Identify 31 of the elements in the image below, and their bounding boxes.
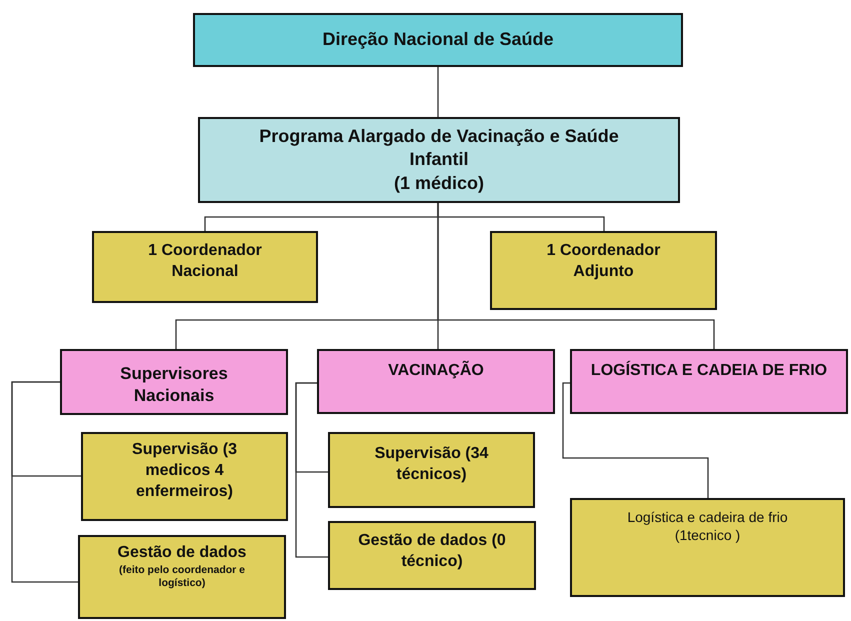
connector-line [437,203,715,349]
node-title: Gestão de dados [118,543,246,563]
agency-box [193,13,683,67]
node-note: (1 médico) [394,172,484,195]
connector-line [295,382,328,558]
node-title: 1 Coordenador Nacional [147,241,263,282]
node-title: LOGÍSTICA E CADEIA DE FRIO [590,361,828,381]
connector-line [562,382,709,498]
connector-line [11,381,78,583]
node-title: 1 Coordenador Adjunto [546,241,662,282]
node-title: Supervisores Nacionais [119,363,229,408]
team-box [81,432,288,521]
team-box [328,432,535,508]
unit-box [60,349,288,415]
node-title: Programa Alargado de Vacinação e Saúde Infantil [258,124,620,172]
program-box [198,117,680,203]
node-title: Supervisão (3 medicos 4 enfermeiros) [131,440,238,502]
node-title: Direção Nacional de Saúde [322,28,554,52]
team-box [328,521,536,590]
unit-box [317,349,555,414]
unit-box [570,349,848,414]
node-note: (feito pelo coordenador e logístico) [118,564,246,592]
team-box [570,498,845,597]
node-title: VACINAÇÃO [388,361,484,381]
role-box [490,231,717,310]
connector-line [437,67,439,117]
node-title: Gestão de dados (0 técnico) [357,531,507,572]
node-title: Logística e cadeira de frio (1tecnico ) [626,508,789,544]
role-box [92,231,318,303]
node-title: Supervisão (34 técnicos) [374,444,490,485]
team-box [78,535,286,619]
